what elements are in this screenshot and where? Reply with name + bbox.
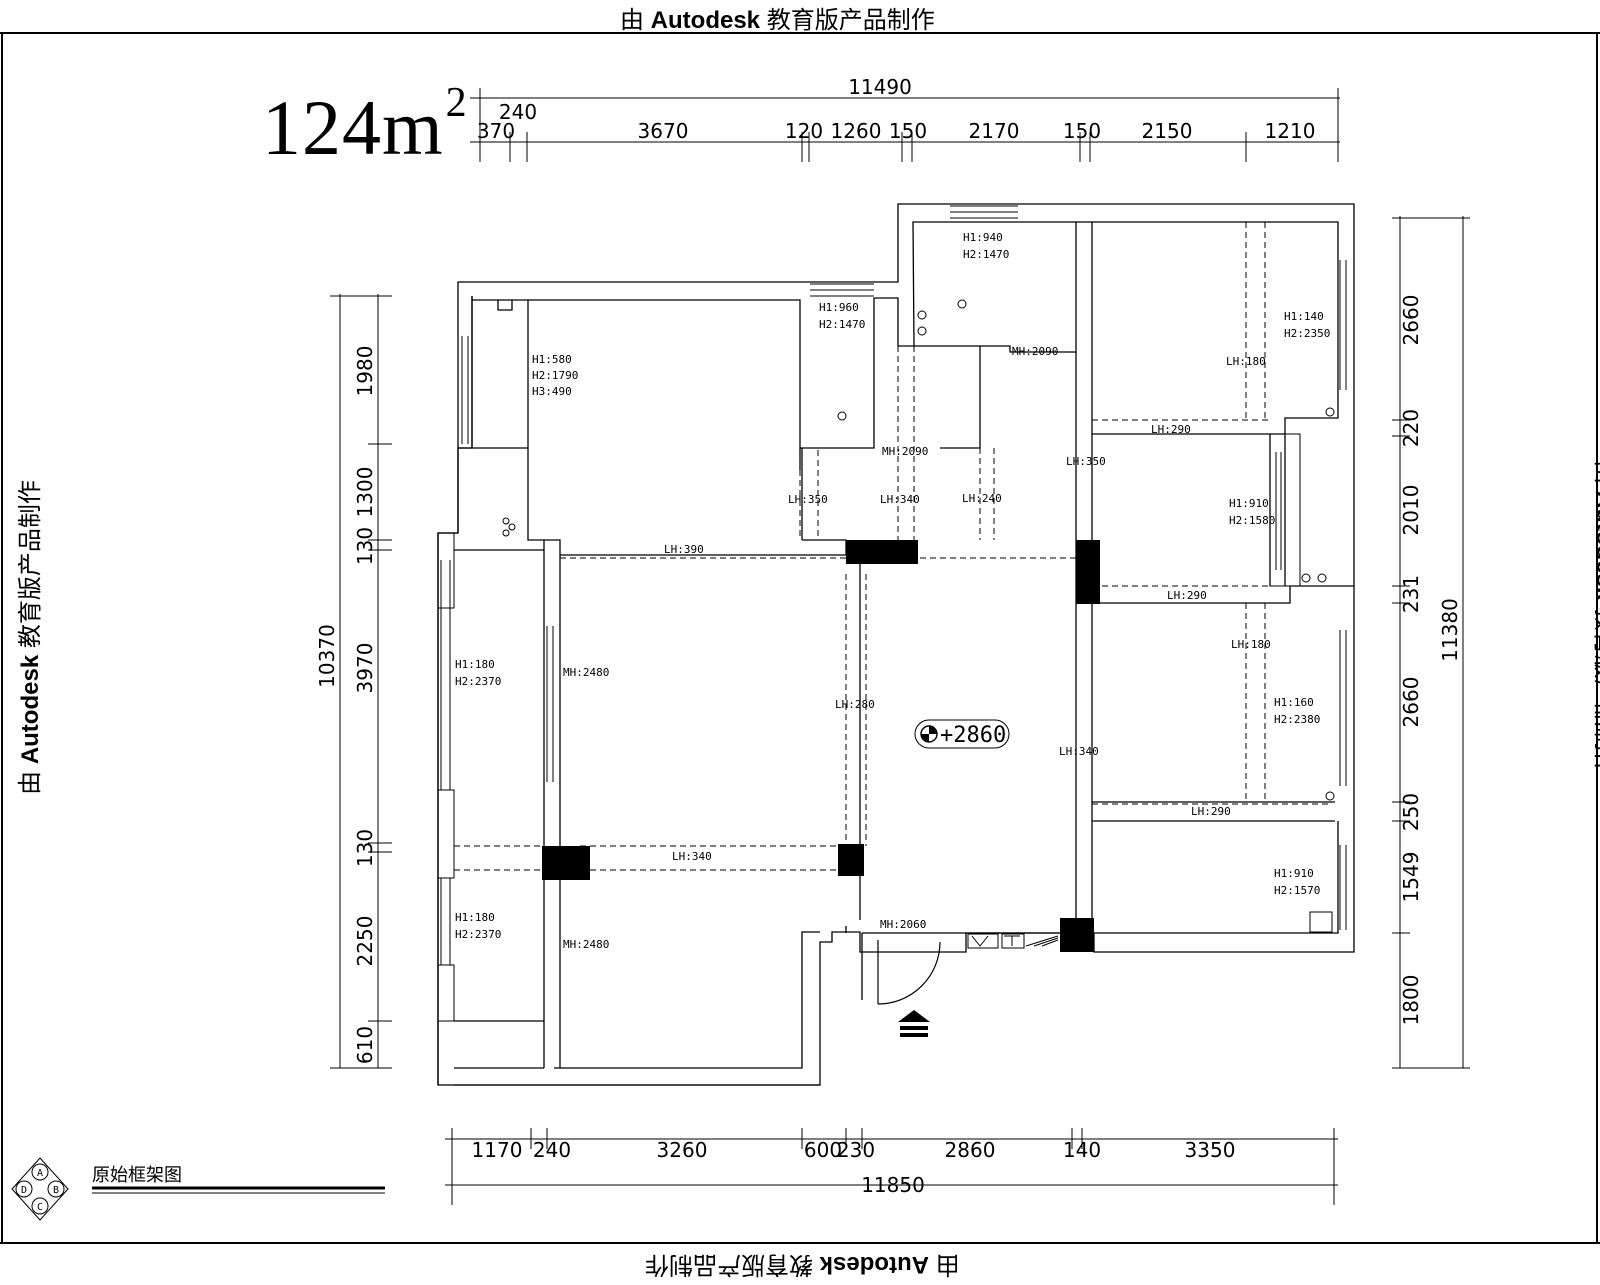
- dim-left-3: 3970: [353, 643, 377, 694]
- label-win-g-h2: H2:1570: [1274, 884, 1320, 897]
- dim-right-2: 2010: [1399, 485, 1423, 536]
- dim-top-240: 240: [499, 100, 537, 124]
- dim-left-total: 10370: [315, 624, 339, 688]
- utility-box: [967, 933, 1059, 949]
- label-lh-390: LH:390: [664, 543, 704, 556]
- dim-top-2: 120: [785, 119, 823, 143]
- dim-top-6: 150: [1063, 119, 1101, 143]
- compass-d: D: [21, 1185, 27, 1196]
- dim-left-5: 2250: [353, 916, 377, 967]
- dim-right-total: 11380: [1438, 598, 1462, 662]
- label-win-d-h2: H2:2350: [1284, 327, 1330, 340]
- compass-a: A: [37, 1168, 43, 1179]
- dim-top-3: 1260: [831, 119, 882, 143]
- compass-c: C: [37, 1202, 43, 1213]
- dim-bottom-3: 600: [804, 1138, 842, 1162]
- dim-top-total: 11490: [848, 75, 912, 99]
- dim-top-7: 2150: [1142, 119, 1193, 143]
- label-win-g-h1: H1:910: [1274, 867, 1314, 880]
- dim-top-4: 150: [889, 119, 927, 143]
- sheet-border: [0, 32, 1600, 1244]
- dim-bottom-4: 230: [837, 1138, 875, 1162]
- elevation-label: +2860: [940, 723, 1006, 748]
- dim-right-7: 1800: [1399, 975, 1423, 1026]
- dim-left-6: 610: [353, 1026, 377, 1064]
- label-lh-290-c: LH:290: [1191, 805, 1231, 818]
- label-win-e-h1: H1:910: [1229, 497, 1269, 510]
- label-win-i-h1: H1:180: [455, 911, 495, 924]
- label-mh-2090-b: MH:2090: [882, 445, 928, 458]
- label-win-f-h2: H2:2380: [1274, 713, 1320, 726]
- label-win-e-h2: H2:1580: [1229, 514, 1275, 527]
- label-win-f-h1: H1:160: [1274, 696, 1314, 709]
- dim-top-0: 370: [477, 119, 515, 143]
- dimension-lines: [330, 88, 1470, 1205]
- dim-bottom-2: 3260: [657, 1138, 708, 1162]
- label-lh-350-b: LH:350: [1066, 455, 1106, 468]
- label-lh-340-c: LH:340: [1059, 745, 1099, 758]
- dim-bottom-7: 3350: [1185, 1138, 1236, 1162]
- dim-right-4: 2660: [1399, 677, 1423, 728]
- watermark-top: 由 Autodesk 教育版产品制作: [620, 7, 935, 34]
- label-mh-2090-a: MH:2090: [1012, 345, 1058, 358]
- dim-left-0: 1980: [353, 346, 377, 397]
- compass-icon: [11, 1157, 69, 1221]
- label-win-d-h1: H1:140: [1284, 310, 1324, 323]
- dim-right-0: 2660: [1399, 295, 1423, 346]
- label-lh-340-a: LH:340: [672, 850, 712, 863]
- label-lh-180-b: LH:180: [1231, 638, 1271, 651]
- label-mh-2480-a: MH:2480: [563, 666, 609, 679]
- label-win-c-h2: H2:1470: [963, 248, 1009, 261]
- dim-top-8: 1210: [1265, 119, 1316, 143]
- dim-bottom-1: 240: [533, 1138, 571, 1162]
- label-win-b-h1: H1:960: [819, 301, 859, 314]
- label-lh-290-a: LH:290: [1151, 423, 1191, 436]
- dim-right-3: 231: [1399, 575, 1423, 613]
- entrance-arrow-icon: [898, 1010, 930, 1037]
- entrance-door: [877, 940, 941, 1005]
- dim-bottom-0: 1170: [472, 1138, 523, 1162]
- dim-bottom-6: 140: [1063, 1138, 1101, 1162]
- label-win-a-h1: H1:580: [532, 353, 572, 366]
- dim-right-5: 250: [1399, 793, 1423, 831]
- plan-title: 原始框架图: [92, 1165, 182, 1186]
- dim-top-1: 3670: [638, 119, 689, 143]
- windows: [437, 205, 1347, 1022]
- walls: [437, 203, 1355, 1086]
- label-win-a-h2: H2:1790: [532, 369, 578, 382]
- label-mh-2480-b: MH:2480: [563, 938, 609, 951]
- dim-left-2: 130: [353, 527, 377, 565]
- label-lh-350-a: LH:350: [788, 493, 828, 506]
- area-title: 124m2: [262, 80, 468, 171]
- label-lh-340-b: LH:340: [880, 493, 920, 506]
- beam-lines: [454, 222, 1330, 933]
- label-lh-280: LH:280: [835, 698, 875, 711]
- elevation-marker: [914, 719, 1010, 749]
- label-win-a-h3: H3:490: [532, 385, 572, 398]
- dim-left-4: 130: [353, 829, 377, 867]
- dim-left-1: 1300: [353, 467, 377, 518]
- label-win-h-h1: H1:180: [455, 658, 495, 671]
- structural-columns: [542, 540, 1100, 952]
- dim-right-1: 220: [1399, 409, 1423, 447]
- compass-b: B: [53, 1185, 59, 1196]
- fixtures: [502, 299, 1335, 933]
- label-lh-240: LH:240: [962, 492, 1002, 505]
- dim-top-5: 2170: [969, 119, 1020, 143]
- label-win-h-h2: H2:2370: [455, 675, 501, 688]
- label-win-b-h2: H2:1470: [819, 318, 865, 331]
- dim-bottom-5: 2860: [945, 1138, 996, 1162]
- label-win-i-h2: H2:2370: [455, 928, 501, 941]
- label-mh-2060: MH:2060: [880, 918, 926, 931]
- label-lh-290-b: LH:290: [1167, 589, 1207, 602]
- dim-right-6: 1549: [1399, 852, 1423, 903]
- label-win-c-h1: H1:940: [963, 231, 1003, 244]
- dim-bottom-total: 11850: [861, 1173, 925, 1197]
- label-lh-180-a: LH:180: [1226, 355, 1266, 368]
